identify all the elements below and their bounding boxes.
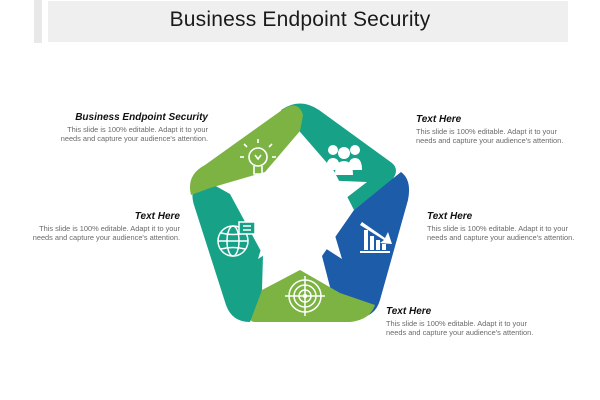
block-heading: Text Here (427, 211, 473, 222)
block-heading: Text Here (386, 306, 432, 317)
globe-segment (192, 180, 263, 322)
block-description: This slide is 100% editable. Adapt it to… (386, 319, 534, 338)
people-segment (281, 103, 396, 210)
title-accent-left (34, 0, 42, 43)
text-block-top-left: Business Endpoint Security This slide is… (48, 112, 208, 144)
block-heading: Text Here (416, 114, 462, 125)
text-block-mid-right: Text Here This slide is 100% editable. A… (427, 211, 587, 243)
center-star (233, 133, 367, 259)
lightbulb-segment (189, 105, 303, 195)
title-bar (48, 1, 568, 42)
target-icon (285, 276, 325, 316)
bar-chart-icon (360, 222, 392, 253)
block-heading: Text Here (134, 211, 180, 222)
text-block-bottom-right: Text Here This slide is 100% editable. A… (386, 306, 546, 338)
block-description: This slide is 100% editable. Adapt it to… (427, 224, 575, 243)
block-description: This slide is 100% editable. Adapt it to… (32, 224, 180, 243)
block-heading: Business Endpoint Security (75, 112, 208, 123)
text-block-top-right: Text Here This slide is 100% editable. A… (416, 114, 576, 146)
text-block-mid-left: Text Here This slide is 100% editable. A… (20, 211, 180, 243)
block-description: This slide is 100% editable. Adapt it to… (416, 127, 564, 146)
page-title: Business Endpoint Security (169, 8, 431, 31)
globe-chat-icon (217, 221, 256, 257)
lightbulb-icon (240, 139, 276, 178)
people-icon (326, 145, 362, 175)
block-description: This slide is 100% editable. Adapt it to… (60, 125, 208, 144)
